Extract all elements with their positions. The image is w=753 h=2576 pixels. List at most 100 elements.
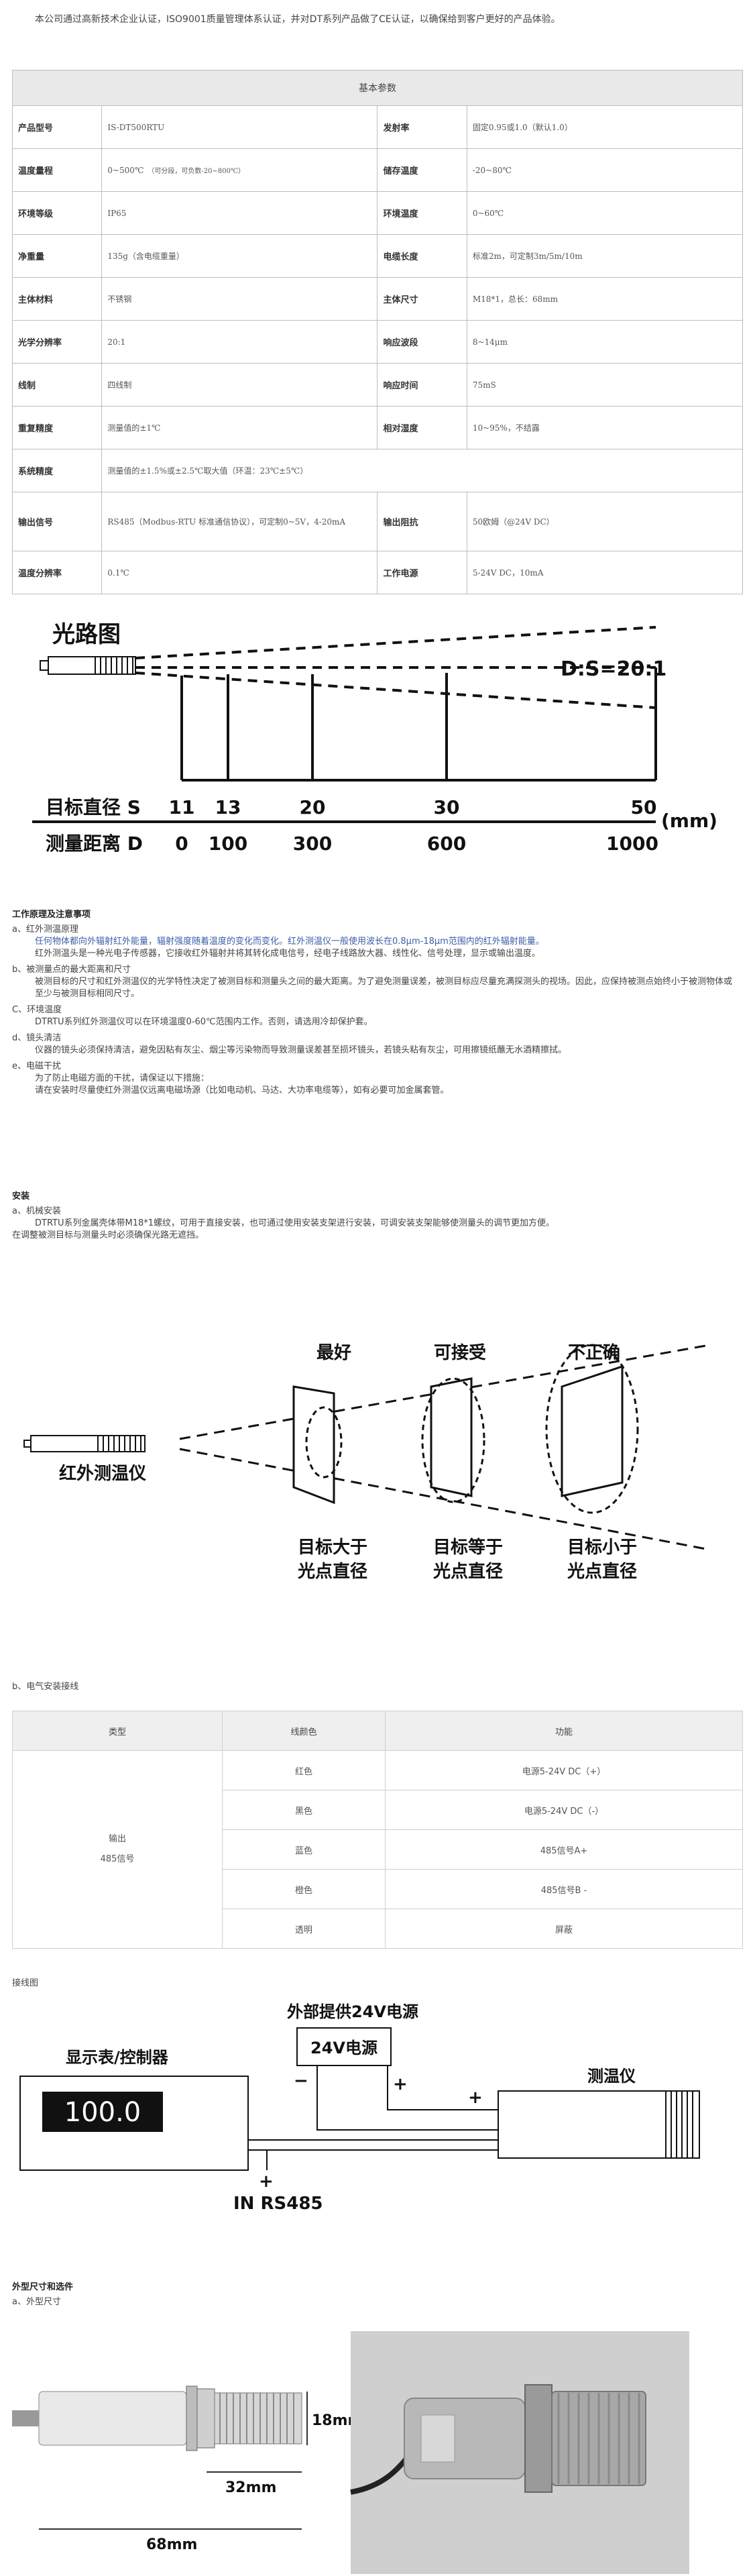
connection-title: 接线图 [12, 1978, 39, 1988]
wiring-type-line: 485信号 [100, 1854, 135, 1864]
spec-value: -20~80℃ [466, 148, 744, 192]
wiring-header-cell: 类型 [12, 1711, 223, 1751]
spec-value: 8~14μm [466, 320, 744, 364]
spec-value: RS485（Modbus-RTU 标准通信协议），可定制0~5V，4-20mA [101, 492, 378, 551]
intro-text: 本公司通过高新技术企业认证，ISO9001质量管理体系认证，并对DT系列产品做了… [35, 14, 561, 25]
principle-line: 任何物体都向外辐射红外能量，辐射强度随着温度的变化而变化。红外测温仪一般使用波长… [35, 936, 544, 947]
dist-3: 300 [293, 833, 332, 855]
spec-value: 75mS [466, 363, 744, 407]
spec-value-text: 测量值的±1℃ [107, 423, 161, 433]
spec-label: 产品型号 [11, 105, 103, 149]
wiring-color: 橙色 [222, 1869, 386, 1909]
caption-3-b: 光点直径 [567, 1561, 637, 1582]
principle-line: 红外测温头是一种光电子传感器，它接收红外辐射并将其转化成电信号，经电子线路放大器… [35, 949, 541, 959]
spec-row: 系统精度测量值的±1.5%或±2.5℃取大值（环温：23℃±5℃） [11, 449, 743, 492]
sensor-tail [40, 660, 49, 671]
wires [248, 2065, 498, 2170]
spec-value-text: 50欧姆（@24V DC） [472, 517, 555, 527]
spec-label: 重复精度 [11, 406, 103, 449]
spec-label: 光学分辨率 [11, 320, 103, 364]
spec-value-text: 标准2m，可定制3m/5m/10m [472, 252, 583, 261]
spec-label: 系统精度 [11, 449, 103, 492]
spec-label: 输出信号 [11, 492, 103, 551]
spec-label: 主体尺寸 [377, 277, 467, 321]
spec-label: 相对湿度 [377, 406, 467, 449]
install-line-2: 在调整被测目标与测量头时必须确保光路无遮挡。 [12, 1230, 205, 1240]
spec-label: 电缆长度 [377, 234, 467, 278]
wiring-color: 透明 [222, 1909, 386, 1949]
diam-5: 50 [631, 796, 657, 818]
spec-value-text: 20:1 [107, 337, 126, 347]
wiring-header-cell: 线颜色 [222, 1711, 386, 1751]
dim-68: 68mm [146, 2536, 197, 2553]
spec-label: 发射率 [377, 105, 467, 149]
dimensions-figure: 18mm 32mm 68mm [12, 2331, 689, 2574]
spec-value: 标准2m，可定制3m/5m/10m [466, 234, 744, 278]
spec-value-text: 5-24V DC，10mA [472, 568, 544, 578]
wiring-function: 485信号B - [385, 1869, 743, 1909]
principles-title: 工作原理及注意事项 [12, 910, 91, 920]
diam-3: 20 [300, 796, 326, 818]
caption-2-a: 目标等于 [433, 1537, 503, 1558]
spec-row: 重复精度测量值的±1℃ 相对湿度 10~95%，不结露 [11, 406, 744, 449]
spec-value: IS-DT500RTU [101, 105, 378, 149]
ratio-label: D:S=20:1 [561, 657, 667, 681]
product-photo [350, 2331, 689, 2574]
spec-value: 不锈钢 [101, 277, 378, 321]
dim-32: 32mm [225, 2479, 276, 2496]
spec-value-text: 8~14μm [472, 337, 508, 347]
spec-value: M18*1，总长：68mm [466, 277, 744, 321]
wiring-type-line: 输出 [108, 1834, 126, 1844]
dimensions-title: 外型尺寸和选件 [12, 2282, 74, 2292]
sensor-drawing [12, 2385, 302, 2451]
dimensions-section: 外型尺寸和选件 a、外型尺寸 [12, 2279, 73, 2308]
sensor2-tail [23, 1440, 32, 1448]
supply-title: 外部提供24V电源 [287, 2002, 418, 2021]
sensor-body [48, 656, 96, 675]
principle-line: 被测目标的尺寸和红外测温仪的光学特性决定了被测目标和测量头之间的最大距离。为了避… [35, 977, 733, 999]
spec-value: 135g（含电缆重量） [101, 234, 378, 278]
spec-label: 净重量 [11, 234, 103, 278]
minus-sign: − [294, 2071, 308, 2091]
sensor-thread-lines [100, 657, 133, 674]
rs485-label: IN RS485 [233, 2194, 323, 2214]
spec-value: IP65 [101, 191, 378, 235]
sensor-thread [95, 656, 136, 675]
spec-value-note: （可分段，可负数-20~800℃） [148, 168, 245, 175]
wiring-function: 电源5-24V DC（+） [385, 1750, 743, 1790]
spec-value-text: 10~95%，不结露 [472, 423, 540, 433]
cone-lines [135, 626, 656, 709]
sensor2-body [30, 1435, 99, 1452]
spec-value: 10~95%，不结露 [466, 406, 744, 449]
spec-value-text: -20~80℃ [472, 165, 512, 175]
spec-value: 0~60℃ [466, 191, 744, 235]
wiring-title: b、电气安装接线 [12, 1682, 79, 1692]
spec-row: 产品型号 IS-DT500RTU 发射率固定0.95或1.0（默认1.0） [11, 105, 744, 149]
spec-value-text: M18*1，总长：68mm [472, 294, 559, 304]
display-label: 显示表/控制器 [66, 2048, 169, 2067]
spec-value-text: 固定0.95或1.0（默认1.0） [472, 123, 573, 132]
spec-title: 基本参数 [12, 70, 743, 106]
supply-box [296, 2027, 392, 2066]
wiring-row: 黑色电源5-24V DC（-） [13, 1790, 743, 1830]
spec-label: 响应时间 [377, 363, 467, 407]
label-incorrect: 不正确 [568, 1342, 620, 1363]
wiring-function: 电源5-24V DC（-） [385, 1790, 743, 1830]
principle-head: a、红外测温原理 [12, 924, 78, 934]
spec-value-text: IS-DT500RTU [107, 122, 165, 132]
spot-ellipses [305, 1344, 639, 1514]
dist-2: 100 [209, 833, 247, 855]
wiring-type-cell: 输出 485信号 [12, 1750, 223, 1949]
wiring-color: 黑色 [222, 1790, 386, 1830]
alignment-diagram: 红外测温仪 最好 可接受 不正确 目标大于 光点直径 目标等于 光点直径 目标小… [23, 1342, 710, 1582]
sensor-head-lines [671, 2091, 693, 2158]
caption-3-a: 目标小于 [567, 1538, 637, 1558]
install-title: 安装 [12, 1191, 30, 1201]
spec-value-text: 0.1℃ [107, 568, 129, 578]
principle-line: 为了防止电磁方面的干扰，请保证以下措施： [35, 1073, 210, 1083]
